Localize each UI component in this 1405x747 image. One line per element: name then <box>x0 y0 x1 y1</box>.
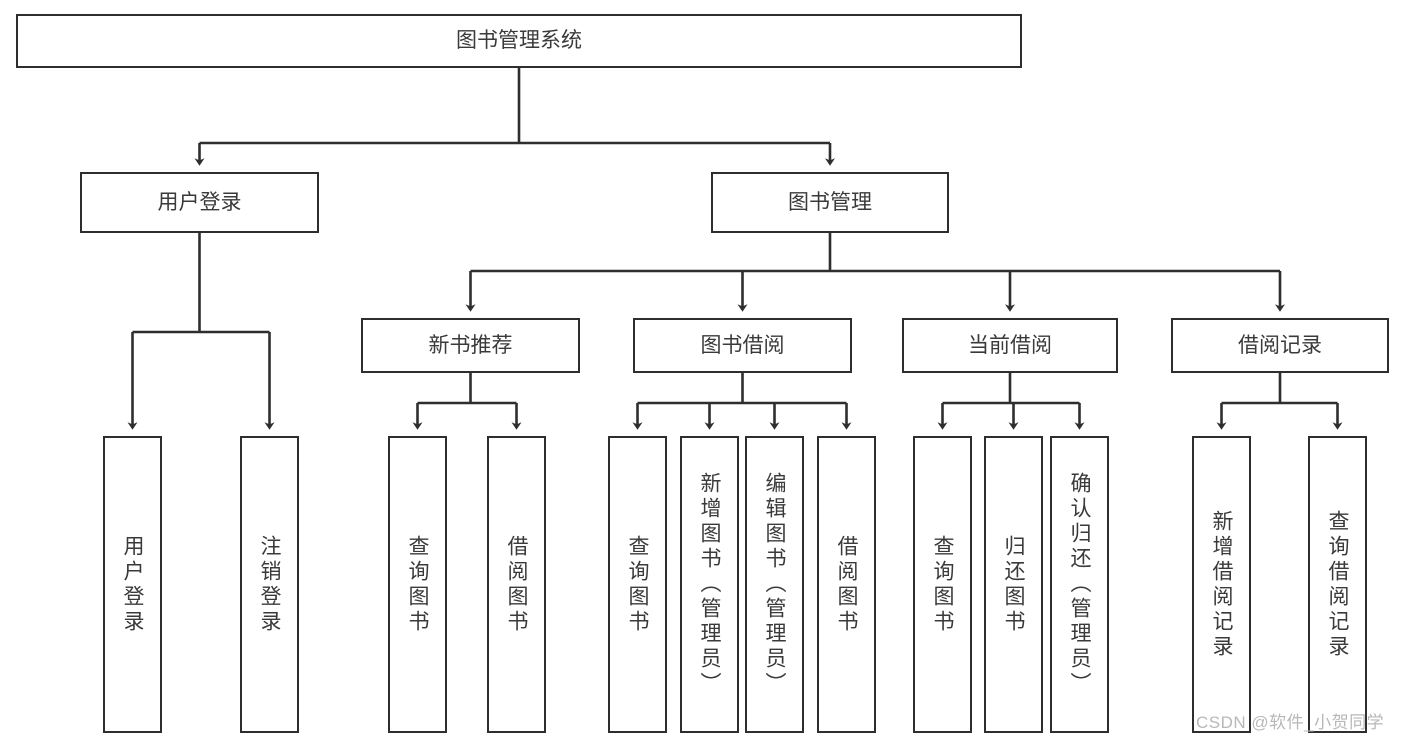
node-leaf-user-logout[interactable]: 注销登录 <box>240 436 299 733</box>
node-book-borrow[interactable]: 图书借阅 <box>633 318 852 373</box>
node-leaf-user-login[interactable]: 用户登录 <box>103 436 162 733</box>
node-leaf-borrow-book-1[interactable]: 借阅图书 <box>487 436 546 733</box>
node-leaf-query-book-1[interactable]: 查询图书 <box>388 436 447 733</box>
node-leaf-user-login-label: 用户登录 <box>121 534 144 635</box>
node-leaf-add-record[interactable]: 新增借阅记录 <box>1192 436 1251 733</box>
csdn-watermark: CSDN @软件_小贺同学 <box>1196 713 1385 732</box>
node-new-book-rec[interactable]: 新书推荐 <box>361 318 580 373</box>
node-leaf-return-book-label: 归还图书 <box>1002 534 1025 635</box>
node-new-book-rec-label: 新书推荐 <box>428 333 513 357</box>
node-leaf-query-book-2[interactable]: 查询图书 <box>608 436 667 733</box>
node-leaf-return-book[interactable]: 归还图书 <box>984 436 1043 733</box>
node-book-borrow-label: 图书借阅 <box>700 333 785 357</box>
node-leaf-add-record-label: 新增借阅记录 <box>1210 509 1233 660</box>
node-leaf-query-record-label: 查询借阅记录 <box>1326 509 1349 660</box>
node-current-borrow[interactable]: 当前借阅 <box>902 318 1118 373</box>
node-book-manage-label: 图书管理 <box>788 190 872 214</box>
node-leaf-query-record[interactable]: 查询借阅记录 <box>1308 436 1367 733</box>
node-leaf-user-logout-label: 注销登录 <box>258 534 281 635</box>
node-borrow-record-label: 借阅记录 <box>1238 333 1322 357</box>
node-leaf-query-book-2-label: 查询图书 <box>626 534 649 635</box>
node-leaf-query-book-3-label: 查询图书 <box>931 534 954 635</box>
node-leaf-edit-book[interactable]: 编辑图书（管理员） <box>745 436 804 733</box>
node-leaf-query-book-3[interactable]: 查询图书 <box>913 436 972 733</box>
node-user-login[interactable]: 用户登录 <box>80 172 319 233</box>
node-leaf-borrow-book-2-label: 借阅图书 <box>835 534 858 635</box>
node-leaf-edit-book-label: 编辑图书（管理员） <box>763 472 786 697</box>
node-leaf-confirm-return-label: 确认归还（管理员） <box>1068 472 1091 697</box>
node-root[interactable]: 图书管理系统 <box>16 14 1022 68</box>
node-leaf-confirm-return[interactable]: 确认归还（管理员） <box>1050 436 1109 733</box>
node-borrow-record[interactable]: 借阅记录 <box>1171 318 1389 373</box>
node-leaf-query-book-1-label: 查询图书 <box>406 534 429 635</box>
node-root-label: 图书管理系统 <box>456 29 582 53</box>
node-leaf-borrow-book-1-label: 借阅图书 <box>505 534 528 635</box>
node-book-manage[interactable]: 图书管理 <box>711 172 949 233</box>
node-user-login-label: 用户登录 <box>157 190 242 214</box>
node-leaf-add-book-label: 新增图书（管理员） <box>698 472 721 697</box>
node-leaf-add-book[interactable]: 新增图书（管理员） <box>680 436 739 733</box>
node-current-borrow-label: 当前借阅 <box>968 333 1052 357</box>
node-leaf-borrow-book-2[interactable]: 借阅图书 <box>817 436 876 733</box>
